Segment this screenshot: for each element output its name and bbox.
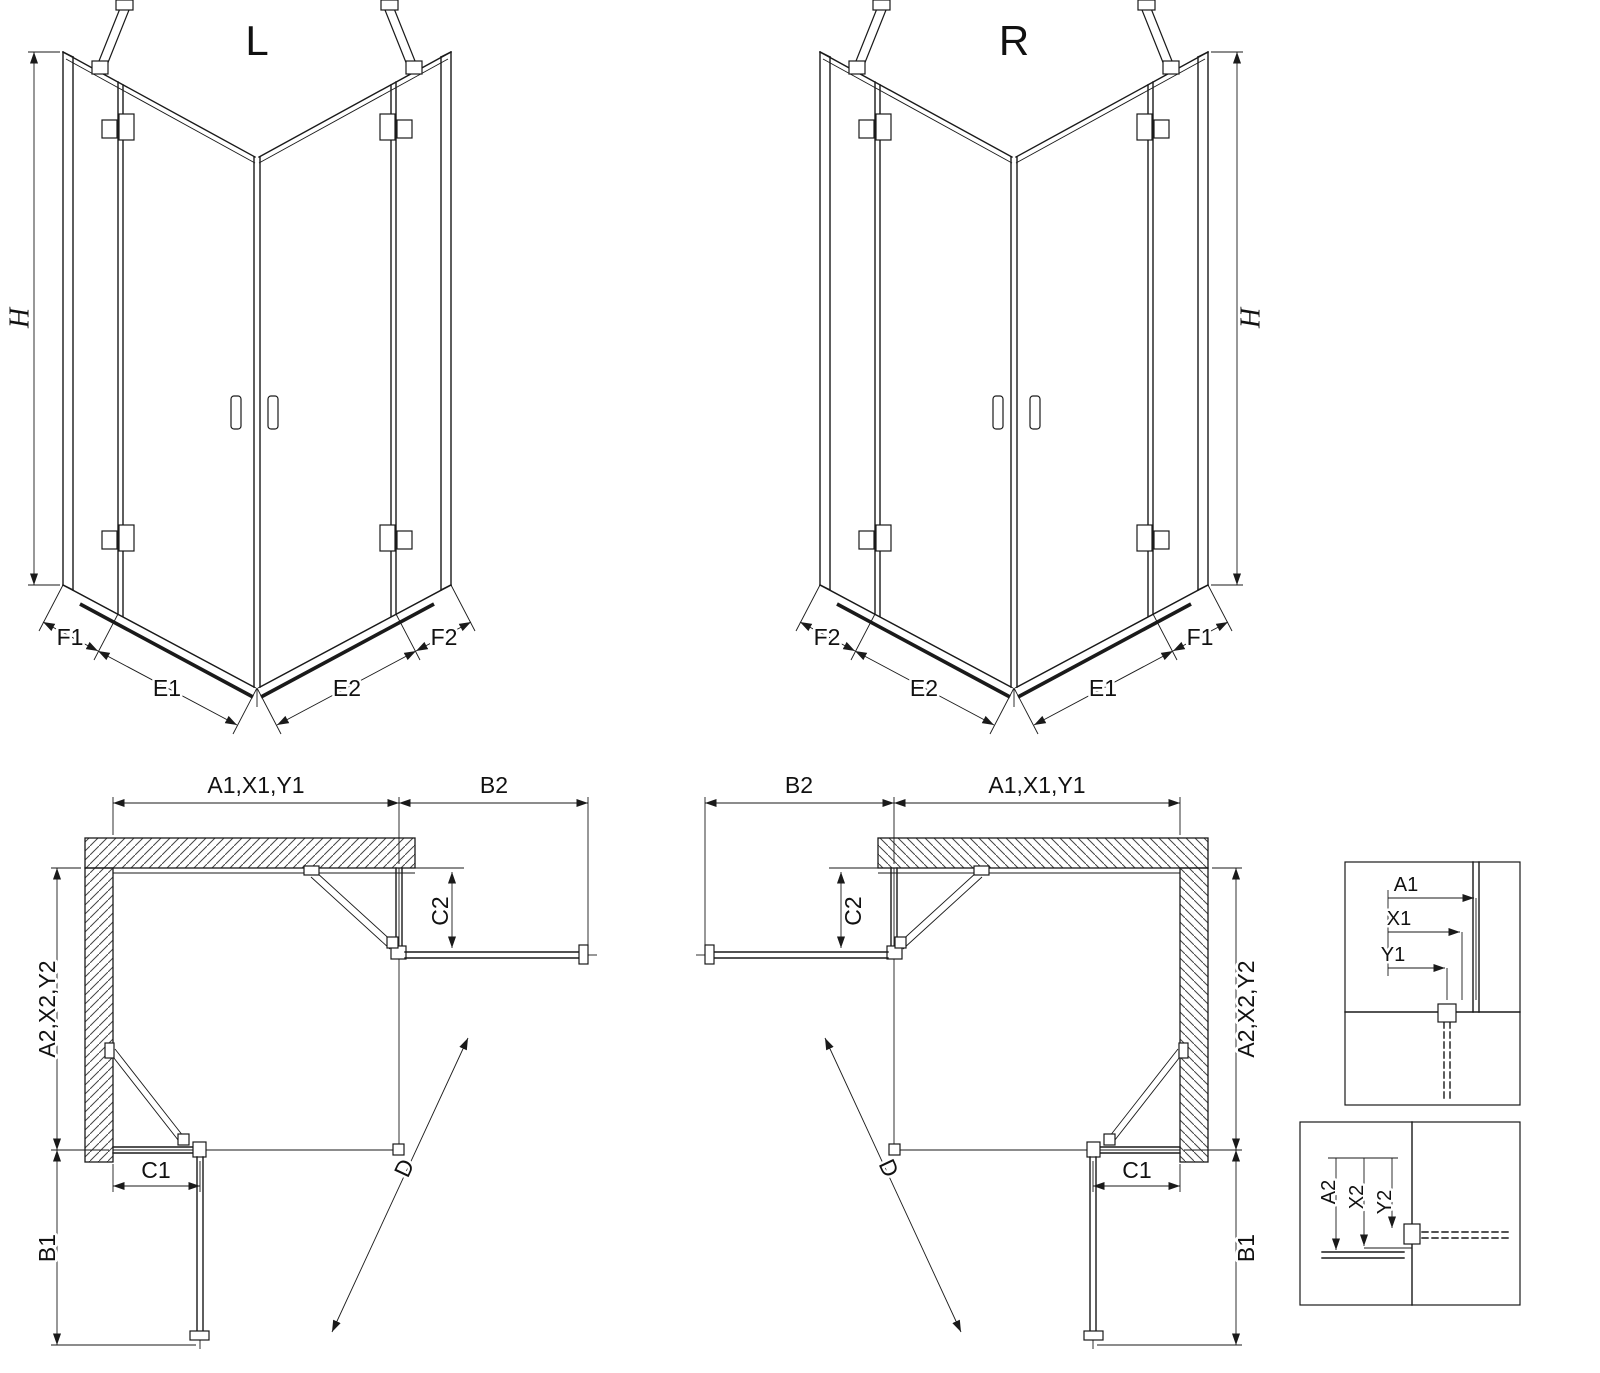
dim-e1-left: E1 bbox=[153, 675, 181, 701]
dim-f2-right: F2 bbox=[814, 624, 841, 650]
detail-a2-x2-y2: A2 X2 Y2 bbox=[1299, 1121, 1521, 1306]
glass-profile bbox=[1403, 1223, 1421, 1245]
plan-view-right: A1,X1,Y1 B2 C2 A2,X2,Y2 C1 B1 D bbox=[696, 770, 1262, 1349]
plan-right-b1: B1 bbox=[1233, 1234, 1259, 1262]
detail-x1-label: X1 bbox=[1387, 908, 1411, 930]
dim-e2-right: E2 bbox=[910, 675, 938, 701]
dim-f2-left: F2 bbox=[431, 624, 458, 650]
plan-right-c1: C1 bbox=[1122, 1157, 1151, 1183]
plan-right-c2: C2 bbox=[840, 896, 866, 925]
dim-e1-right: E1 bbox=[1089, 675, 1117, 701]
front-view-right: R H F2 E2 E1 F1 bbox=[796, 0, 1269, 734]
front-view-left: L H F1 E1 E2 F2 bbox=[2, 0, 476, 734]
plan-left-c1: C1 bbox=[141, 1157, 170, 1183]
height-label-left: H bbox=[5, 306, 36, 329]
plan-right-side-depth: A2,X2,Y2 bbox=[1233, 960, 1259, 1057]
plan-left-b2: B2 bbox=[480, 772, 508, 798]
detail-a1-x1-y1: A1 X1 Y1 bbox=[1344, 861, 1521, 1106]
detail-a1-label: A1 bbox=[1394, 874, 1418, 896]
detail-y2-label: Y2 bbox=[1374, 1190, 1396, 1214]
detail-x2-label: X2 bbox=[1346, 1185, 1368, 1209]
detail-a2-label: A2 bbox=[1318, 1180, 1340, 1204]
plan-left-b1: B1 bbox=[34, 1234, 60, 1262]
plan-left-side-depth: A2,X2,Y2 bbox=[34, 960, 60, 1057]
plan-left-top-width: A1,X1,Y1 bbox=[207, 772, 304, 798]
dim-f1-right: F1 bbox=[1187, 624, 1214, 650]
variant-label-left: L bbox=[245, 17, 268, 64]
plan-view-left: A1,X1,Y1 B2 C2 A2,X2,Y2 C1 B1 D bbox=[32, 770, 597, 1349]
plan-right-b2: B2 bbox=[785, 772, 813, 798]
detail-y1-label: Y1 bbox=[1381, 944, 1405, 966]
plan-right-top-width: A1,X1,Y1 bbox=[988, 772, 1085, 798]
glass-profile bbox=[1437, 1003, 1457, 1023]
plan-left-c2: C2 bbox=[427, 896, 453, 925]
height-label-right: H bbox=[1236, 306, 1267, 329]
dim-e2-left: E2 bbox=[333, 675, 361, 701]
variant-label-right: R bbox=[999, 17, 1029, 64]
dim-f1-left: F1 bbox=[57, 624, 84, 650]
